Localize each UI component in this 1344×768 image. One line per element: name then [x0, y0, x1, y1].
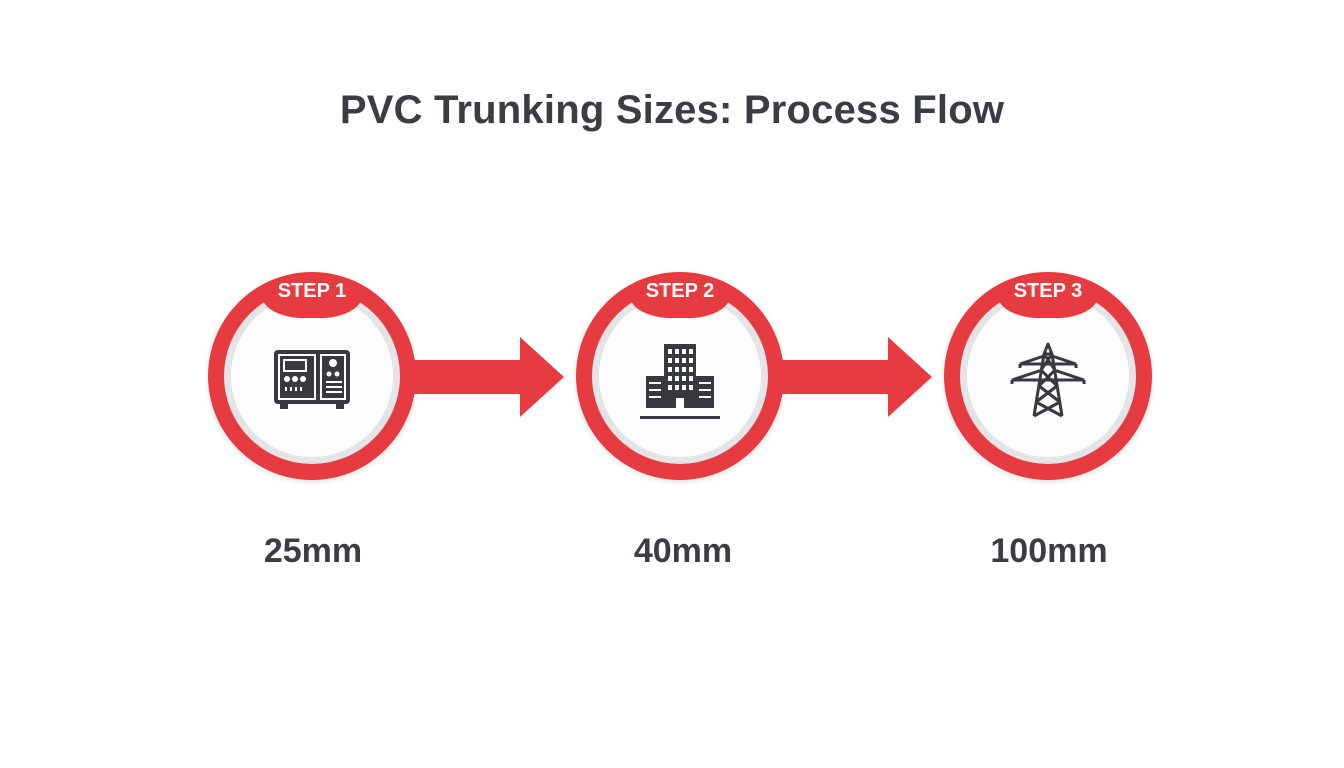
step-3: STEP 3 [944, 272, 1152, 480]
step-2: STEP 2 [576, 272, 784, 480]
ground-line [640, 416, 720, 419]
step-badge: STEP 2 [630, 274, 730, 318]
power-pylon-icon [1010, 342, 1086, 418]
arrow-right-icon [410, 337, 564, 417]
page-title: PVC Trunking Sizes: Process Flow [339, 88, 1005, 132]
building-icon [646, 344, 714, 408]
control-panel-icon [274, 350, 350, 409]
size-label-1: 25mm [263, 532, 363, 570]
step-badge: STEP 3 [998, 274, 1098, 318]
step-1: STEP 1 [208, 272, 416, 480]
step-badge: STEP 1 [262, 274, 362, 318]
arrow-right-icon [778, 337, 932, 417]
size-label-3: 100mm [990, 532, 1108, 570]
size-label-2: 40mm [633, 532, 733, 570]
